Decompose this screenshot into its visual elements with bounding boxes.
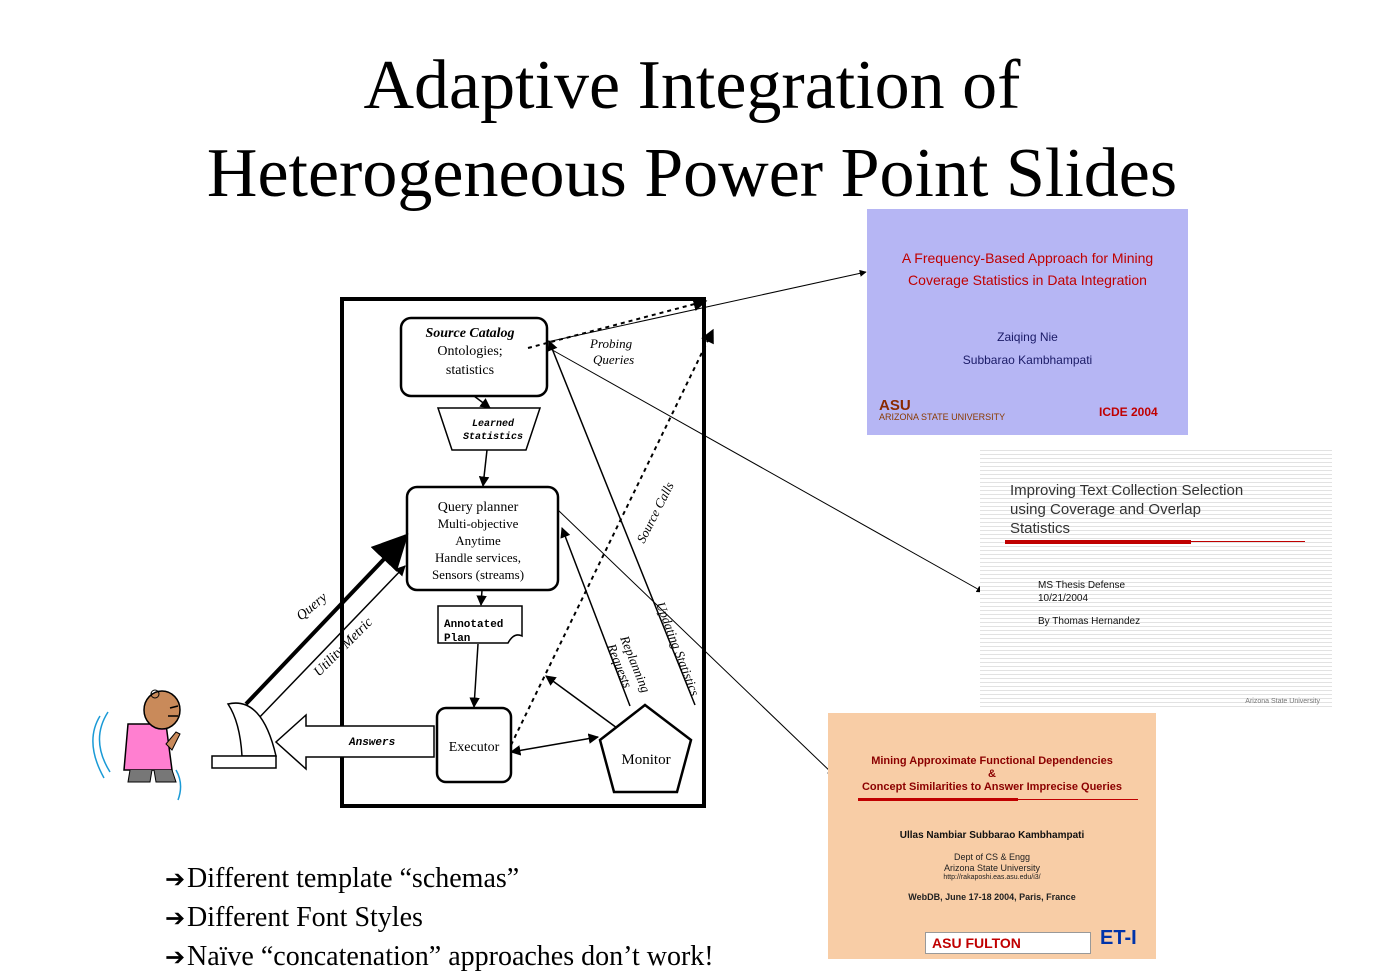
system-frame: [340, 297, 706, 808]
thumb2-title-line3: Statistics: [1010, 520, 1071, 537]
bullet-list: ➔Different template “schemas” ➔Different…: [165, 860, 714, 977]
asu-logo-text: ARIZONA STATE UNIVERSITY: [879, 412, 1006, 422]
utility-metric-arrow: [254, 565, 406, 723]
thumb3-title-line3: Concept Similarities to Answer Imprecise…: [861, 781, 1122, 793]
thumb1-author2: Subbarao Kambhampati: [962, 353, 1093, 367]
thumb3-authors: Ullas Nambiar Subbarao Kambhampati: [899, 830, 1085, 841]
source-catalog-title: Source Catalog: [425, 326, 514, 341]
bullet-text: Different template “schemas”: [187, 863, 520, 894]
thumb2-red-bar: [1005, 540, 1191, 544]
link-arrow-thumb3: [557, 509, 835, 776]
link-arrow-thumb2: [546, 346, 984, 593]
annotated-plan-line1: Annotated: [444, 619, 503, 631]
source-calls-arrow: [510, 328, 714, 746]
title-line-2: Heterogeneous Power Point Slides: [206, 135, 1178, 212]
thumb1-title-line2: Coverage Statistics in Data Integration: [908, 272, 1147, 288]
thumb3-venue: WebDB, June 17-18 2004, Paris, France: [908, 892, 1076, 902]
thumb3-red-rule: [1018, 799, 1138, 800]
monitor-label: Monitor: [621, 752, 670, 768]
thumb2-title-line2: using Coverage and Overlap: [1010, 501, 1201, 518]
learned-statistics-shape: [436, 407, 542, 451]
slide-thumbnail-icde: A Frequency-Based Approach for Mining Co…: [867, 209, 1188, 435]
asu-fulton-logo: ASU FULTON: [925, 932, 1091, 954]
learned-statistics-line1: Learned: [472, 418, 515, 430]
answers-label: Answers: [348, 737, 396, 749]
planner-to-plan-arrow: [476, 589, 487, 607]
arrow-bullet-icon: ➔: [165, 906, 186, 932]
annotated-plan-shape: [437, 605, 523, 644]
thumb3-univ: Arizona State University: [943, 863, 1041, 873]
link-arrow-thumb1: [546, 269, 867, 343]
source-calls-label: Source Calls: [633, 479, 676, 545]
plan-monitor-arrow: [545, 675, 618, 729]
bullet-item: ➔Different template “schemas”: [165, 860, 714, 899]
user-cartoon-icon: [92, 689, 182, 801]
plan-to-executor-arrow: [469, 643, 480, 709]
query-planner-line1: Multi-objective: [438, 516, 519, 531]
thumb3-title-line1: Mining Approximate Functional Dependenci…: [871, 755, 1113, 767]
query-planner-title: Query planner: [438, 500, 519, 515]
probing-queries-arrow: [527, 297, 708, 349]
probing-label-1: Probing: [589, 336, 633, 351]
executor-monitor-arrow: [509, 733, 600, 756]
answers-arrow: [274, 713, 435, 771]
thumb2-title: Improving Text Collection Selection usin…: [1010, 481, 1310, 538]
asu-logo: ASU ARIZONA STATE UNIVERSITY: [879, 398, 1006, 422]
thumb1-title: A Frequency-Based Approach for Mining Co…: [867, 247, 1188, 291]
thumb1-title-line1: A Frequency-Based Approach for Mining: [901, 250, 1154, 266]
executor-label: Executor: [449, 740, 500, 755]
thumb1-conference: ICDE 2004: [1099, 405, 1158, 419]
slide-thumbnail-thesis: Improving Text Collection Selection usin…: [980, 447, 1332, 709]
arrow-bullet-icon: ➔: [165, 867, 186, 893]
thumb2-title-line1: Improving Text Collection Selection: [1010, 482, 1244, 499]
replanning-arrow: [560, 527, 631, 707]
annotated-plan-line2: Plan: [444, 633, 470, 645]
thumb2-sub3: By Thomas Hernandez: [1038, 616, 1141, 627]
thumb3-url: http://rakaposhi.eas.asu.edu/i3/: [943, 874, 1041, 881]
bullet-item: ➔Different Font Styles: [165, 899, 714, 938]
thumb3-title-line2: &: [988, 768, 996, 780]
learned-statistics-line2: Statistics: [463, 431, 523, 443]
asu-logo-mark: ASU: [879, 397, 911, 414]
et-logo: ET-I: [1100, 927, 1137, 949]
terminal-icon: [211, 702, 277, 769]
slide-title: Adaptive Integration of Heterogeneous Po…: [0, 42, 1384, 218]
updating-statistics-label: Updating Statistics: [653, 600, 703, 698]
query-planner-line4: Sensors (streams): [432, 567, 524, 582]
bullet-text: Different Font Styles: [187, 902, 423, 933]
source-catalog-line2: statistics: [446, 363, 494, 378]
query-planner-line2: Anytime: [455, 533, 501, 548]
updating-statistics-arrow: [547, 340, 696, 706]
thumb2-sub1: MS Thesis Defense: [1038, 580, 1126, 591]
arrow-bullet-icon: ➔: [165, 945, 186, 971]
thumb2-sub2: 10/21/2004: [1038, 593, 1089, 604]
thumb3-red-bar: [858, 798, 1018, 801]
stats-to-planner-arrow: [478, 449, 490, 488]
bullet-item: ➔Naïve “concatenation” approaches don’t …: [165, 938, 714, 977]
title-line-1: Adaptive Integration of: [363, 47, 1021, 124]
bullet-text: Naïve “concatenation” approaches don’t w…: [187, 941, 714, 972]
monitor-shape: [598, 703, 693, 794]
query-arrow: [244, 533, 409, 706]
query-planner-line3: Handle services,: [435, 550, 521, 565]
catalog-to-stats-arrow: [473, 395, 491, 409]
source-catalog-line1: Ontologies;: [437, 344, 502, 359]
thumb3-dept: Dept of CS & Engg: [953, 852, 1031, 862]
thumb1-author1: Zaiqing Nie: [997, 330, 1058, 344]
thumb2-red-rule: [1191, 541, 1305, 542]
slide-thumbnail-webdb: Mining Approximate Functional Dependenci…: [828, 713, 1156, 959]
probing-label-2: Queries: [593, 352, 634, 367]
thumb2-footer: Arizona State University: [1245, 698, 1320, 705]
